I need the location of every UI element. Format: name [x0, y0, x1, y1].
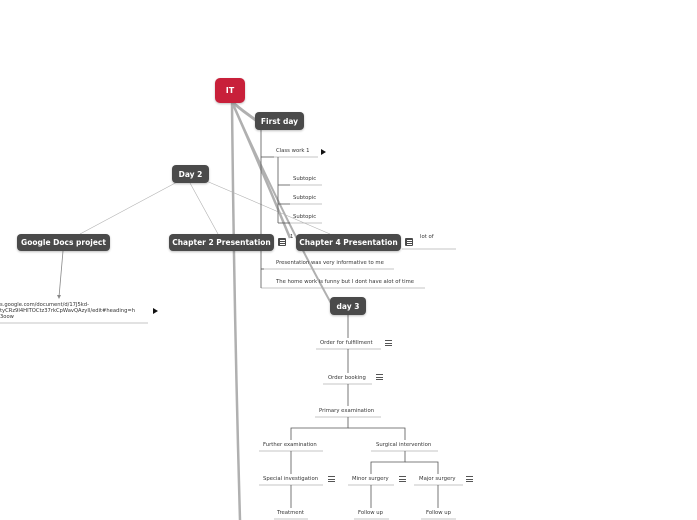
leaf-follow-up-major[interactable]: Follow up	[426, 510, 452, 516]
leaf-treatment[interactable]: Treatment	[277, 510, 304, 516]
connector-day2-chapter2	[189, 182, 219, 235]
leaf-special-investigation[interactable]: Special investigation	[263, 476, 319, 482]
node-first-day[interactable]: First day	[255, 112, 304, 130]
node-google-docs-project[interactable]: Google Docs project	[17, 234, 110, 251]
connector-root-day3	[231, 101, 333, 306]
leaf-further-examination[interactable]: Further examination	[263, 442, 317, 448]
connector-day2-chapter4	[203, 179, 331, 235]
leaf-follow-up-minor[interactable]: Follow up	[358, 510, 384, 516]
note-icon[interactable]	[375, 373, 383, 381]
leaf-partial-1: 1	[290, 234, 294, 240]
leaf-subtopic-1[interactable]: Subtopic	[293, 176, 317, 182]
url-line-2: tyCRz9I4HITOCtz37rkCpWavQAzyIl/edit#head…	[0, 308, 136, 314]
leaf-class-work[interactable]: Class work 1	[276, 148, 310, 154]
connector-google-url	[58, 250, 64, 298]
leaf-major-surgery[interactable]: Major surgery	[419, 476, 456, 482]
node-chapter2-presentation[interactable]: Chapter 2 Presentation	[169, 234, 274, 251]
leaf-minor-surgery[interactable]: Minor surgery	[352, 476, 389, 482]
leaf-subtopic-3[interactable]: Subtopic	[293, 214, 317, 220]
note-icon[interactable]	[278, 238, 286, 246]
note-icon[interactable]	[327, 475, 335, 483]
leaf-homework-note[interactable]: The home work is funny but I dont have a…	[276, 279, 415, 285]
google-url-arrowhead	[57, 295, 61, 299]
leaf-presentation-note[interactable]: Presentation was very informative to me	[276, 260, 384, 266]
url-line-1: s.google.com/document/d/17J5kd-	[0, 302, 89, 308]
leaf-order-fulfillment[interactable]: Order for fulfillment	[320, 340, 373, 346]
note-icon[interactable]	[405, 238, 413, 246]
leaf-subtopic-2[interactable]: Subtopic	[293, 195, 317, 201]
leaf-surgical-intervention[interactable]: Surgical intervention	[376, 442, 432, 448]
leaf-order-booking[interactable]: Order booking	[328, 375, 366, 381]
node-chapter4-presentation[interactable]: Chapter 4 Presentation	[296, 234, 401, 251]
link-arrow-icon[interactable]	[321, 149, 326, 155]
google-docs-url[interactable]: s.google.com/document/d/17J5kd- tyCRz9I4…	[0, 302, 135, 320]
node-day2[interactable]: Day 2	[172, 165, 209, 183]
connector-day2-google	[79, 180, 180, 235]
note-icon[interactable]	[465, 475, 473, 483]
link-arrow-icon[interactable]	[153, 308, 158, 314]
note-icon[interactable]	[398, 475, 406, 483]
note-icon[interactable]	[384, 339, 392, 347]
node-day3[interactable]: day 3	[330, 297, 366, 315]
url-line-3: 3oow	[0, 314, 14, 320]
connector-root-down	[230, 101, 242, 520]
root-node-it[interactable]: IT	[215, 78, 245, 103]
leaf-primary-examination[interactable]: Primary examination	[319, 408, 375, 414]
leaf-partial-lot-of: lot of	[420, 234, 434, 240]
